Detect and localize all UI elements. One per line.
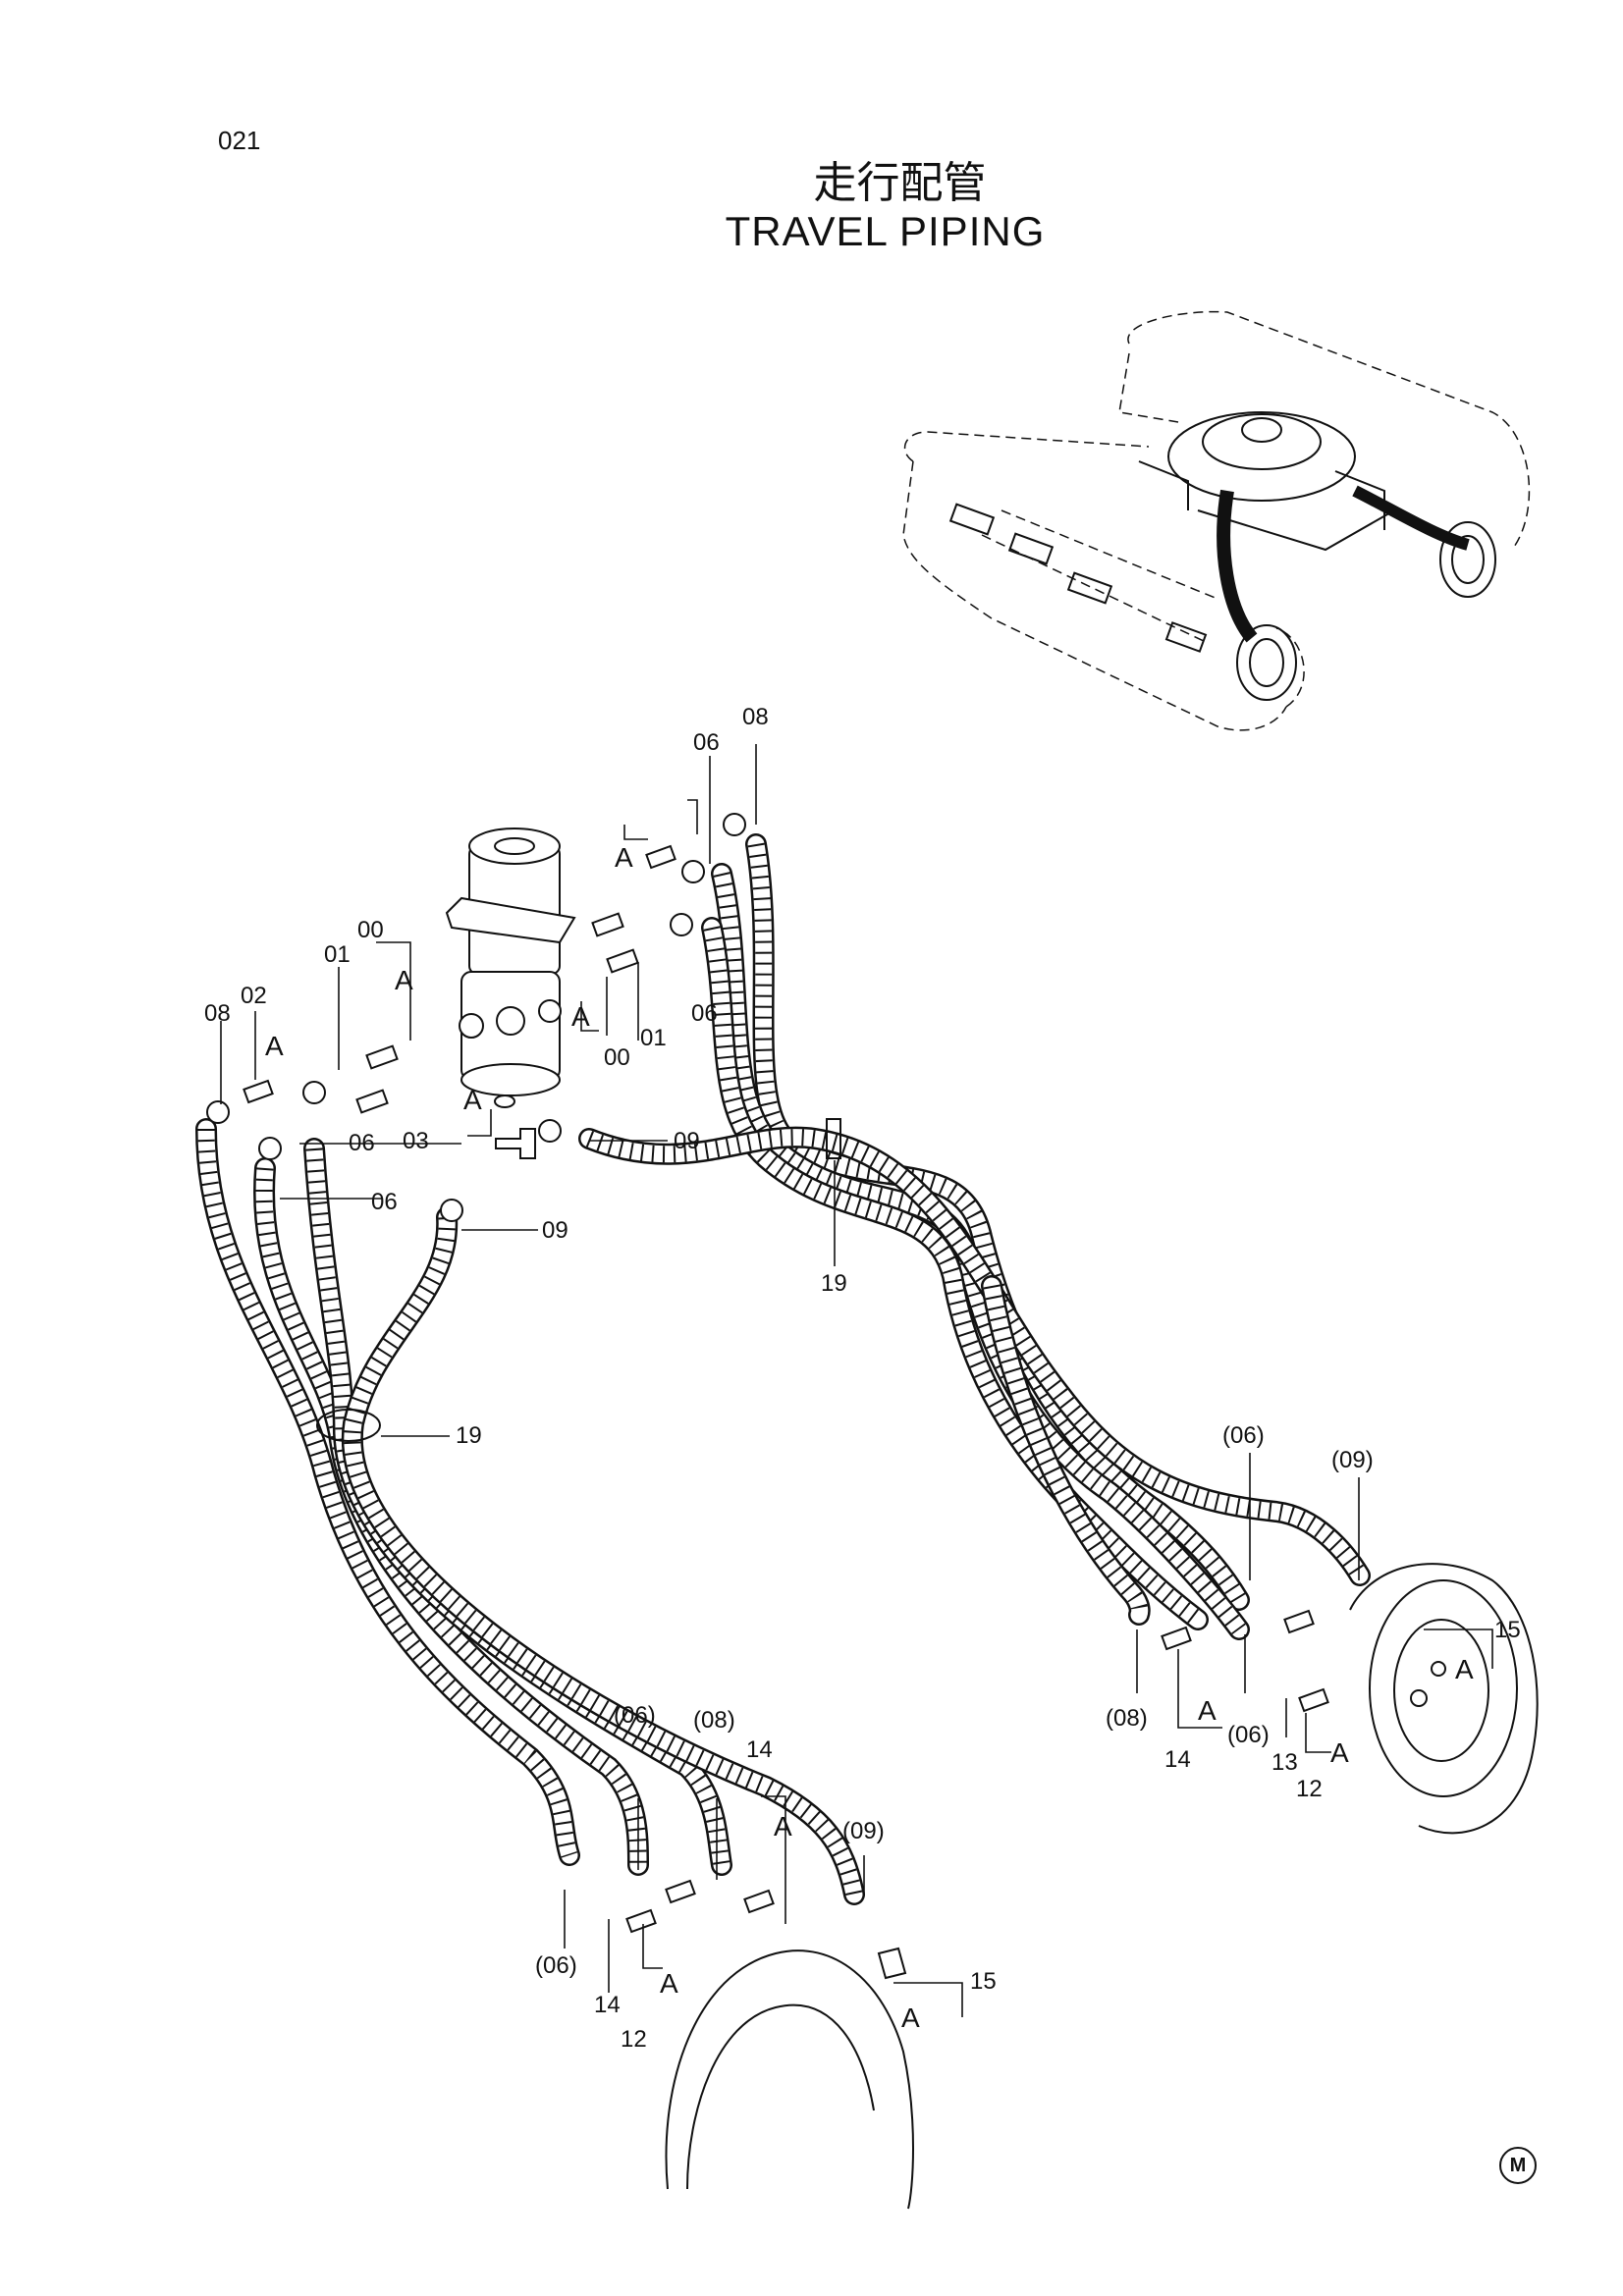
callout-p09-right: (09) <box>1331 1447 1374 1473</box>
callout-a-15-left: A <box>901 2002 920 2033</box>
callout-labels: 08 06 A 06 01 00 A 08 02 A 01 00 A A 03 … <box>204 704 1521 2053</box>
hose-clamp <box>826 1118 841 1159</box>
callout-a-03: A <box>463 1085 482 1115</box>
callout-p06-left-b: (06) <box>535 1952 577 1979</box>
callout-01-left: 01 <box>324 941 351 968</box>
travel-motors <box>665 1563 1539 2210</box>
callout-a-12-right: A <box>1330 1737 1349 1768</box>
callout-00-left: 00 <box>357 917 384 943</box>
callout-15-right: 15 <box>1494 1617 1521 1643</box>
leader-lines <box>220 744 1493 2017</box>
callout-p08-right: (08) <box>1106 1705 1148 1732</box>
callout-19-left: 19 <box>456 1422 482 1449</box>
callout-a-joint: A <box>395 965 413 995</box>
undercarriage-overview <box>902 310 1531 731</box>
callout-14-left: 14 <box>594 1992 621 2018</box>
center-joint <box>445 828 576 1108</box>
callout-06-left-a: 06 <box>349 1130 375 1156</box>
callout-14-right: 14 <box>1164 1746 1191 1773</box>
callout-08-left: 08 <box>204 1000 231 1027</box>
callout-12-right: 12 <box>1296 1776 1323 1802</box>
callout-09-top: 09 <box>674 1128 700 1154</box>
callout-00-right: 00 <box>604 1044 630 1071</box>
callout-09-left: 09 <box>542 1217 568 1244</box>
callout-a-right: A <box>571 1001 590 1032</box>
callout-02-left: 02 <box>241 983 267 1009</box>
callout-15-left: 15 <box>970 1968 997 1995</box>
fittings <box>206 813 1431 1980</box>
callout-19-right: 19 <box>821 1270 847 1297</box>
callout-a-left: A <box>265 1031 284 1061</box>
page-number: 021 <box>218 126 261 155</box>
callout-06-left-b: 06 <box>371 1189 398 1215</box>
callout-14-left-top: 14 <box>746 1736 773 1763</box>
callout-a-14-right: A <box>1198 1695 1217 1726</box>
callout-03: 03 <box>403 1128 429 1154</box>
left-hose-bundle <box>195 1118 865 1905</box>
callout-06-upper: 06 <box>693 729 720 756</box>
callout-a-14-left: A <box>774 1811 792 1842</box>
callout-a-upper: A <box>615 842 633 873</box>
callout-p09-left: (09) <box>842 1818 885 1844</box>
callout-p06-left: (06) <box>614 1702 656 1729</box>
callout-01-right: 01 <box>640 1025 667 1051</box>
m-mark: M <box>1499 2147 1537 2184</box>
callout-13: 13 <box>1271 1749 1298 1776</box>
callout-p08-left: (08) <box>693 1707 735 1734</box>
callout-a-15-right: A <box>1455 1654 1474 1684</box>
callout-12-left: 12 <box>621 2026 647 2053</box>
right-hose-bundle <box>578 833 1371 1640</box>
callout-p06-right-b: (06) <box>1227 1722 1270 1748</box>
callout-a-12-left: A <box>660 1968 678 1999</box>
title-english: TRAVEL PIPING <box>725 208 1046 254</box>
callout-p06-right: (06) <box>1222 1422 1265 1449</box>
title-japanese: 走行配管 <box>813 158 987 208</box>
callout-08-upper: 08 <box>742 704 769 730</box>
hose-clamp <box>316 1409 381 1442</box>
callout-06-mid: 06 <box>691 1000 718 1027</box>
